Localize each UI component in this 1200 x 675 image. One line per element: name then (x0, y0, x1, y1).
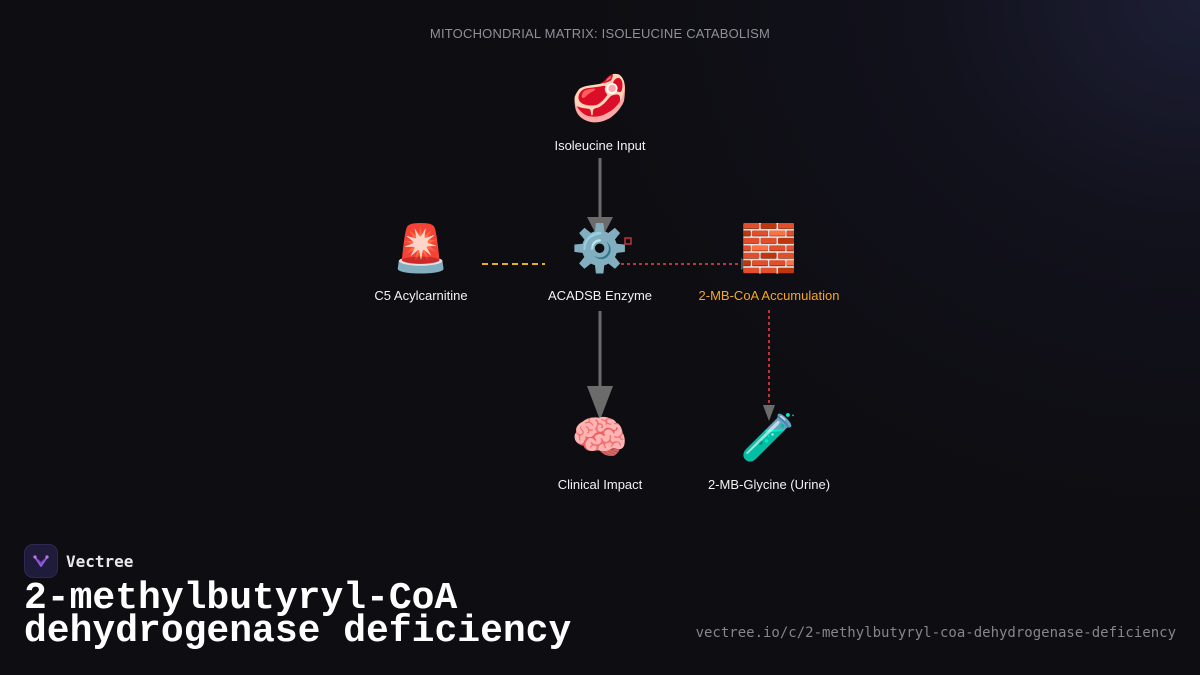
node-isoleucine-input: 🥩 Isoleucine Input (500, 70, 700, 153)
brand-name: Vectree (66, 551, 134, 571)
node-2mb-coa-accumulation: 🧱 2-MB-CoA Accumulation (669, 220, 869, 303)
diagram-title: MITOCHONDRIAL MATRIX: ISOLEUCINE CATABOL… (429, 26, 771, 41)
edge-isoleucine-to-acadsb-arrowhead (587, 217, 613, 242)
node-label: 2-MB-CoA Accumulation (698, 288, 840, 303)
edge-acadsb-to-accumulation-arrowhead (741, 258, 751, 270)
meat-icon: 🥩 (571, 72, 629, 124)
node-2mb-glycine-urine: 🧪 2-MB-Glycine (Urine) (669, 409, 869, 492)
node-c5-acylcarnitine: 🚨 C5 Acylcarnitine (321, 220, 521, 303)
edge-accumulation-to-glycine-arrowhead (763, 405, 775, 421)
acadsb-block-marker (624, 237, 632, 245)
test-tube-icon: 🧪 (740, 411, 798, 463)
page-title: 2-methylbutyryl-CoA dehydrogenase defici… (24, 577, 572, 653)
page-url[interactable]: vectree.io/c/2-methylbutyryl-coa-dehydro… (695, 625, 1176, 641)
gear-icon: ⚙️ (571, 222, 629, 274)
brick-wall-icon: 🧱 (740, 222, 798, 274)
node-label: C5 Acylcarnitine (374, 288, 468, 303)
vectree-logo-icon (24, 544, 58, 578)
brain-icon: 🧠 (571, 411, 629, 463)
edge-acadsb-to-clinical-arrowhead (587, 386, 613, 420)
node-label: Clinical Impact (557, 477, 643, 492)
node-label: Isoleucine Input (554, 138, 646, 153)
node-label: 2-MB-Glycine (Urine) (707, 477, 831, 492)
siren-icon: 🚨 (392, 222, 450, 274)
node-label: ACADSB Enzyme (547, 288, 653, 303)
node-acadsb-enzyme: ⚙️ ACADSB Enzyme (500, 220, 700, 303)
brand[interactable]: Vectree (24, 544, 133, 578)
node-clinical-impact: 🧠 Clinical Impact (500, 409, 700, 492)
